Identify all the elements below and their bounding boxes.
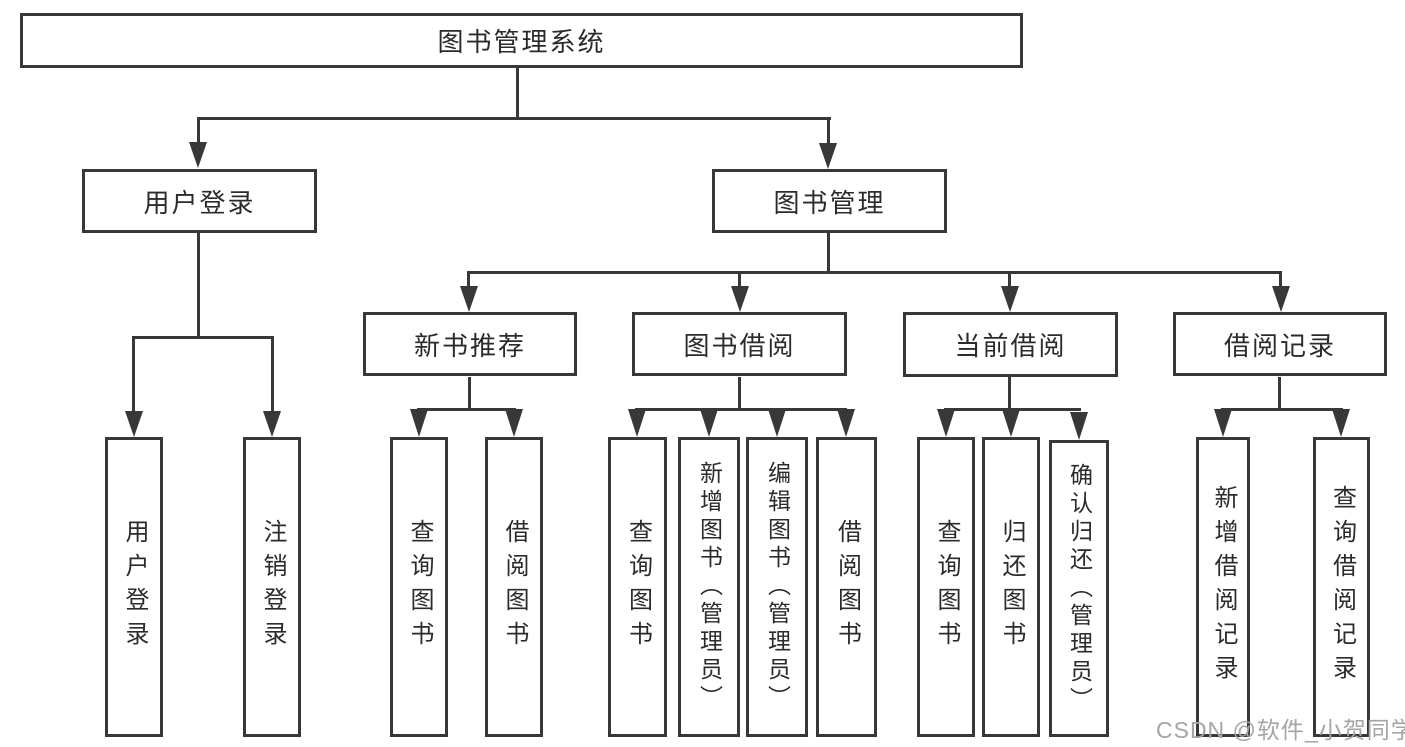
connector-to-level3 <box>1008 271 1011 287</box>
connector-to-book-management <box>827 117 830 144</box>
connector-user-login-stem <box>197 231 200 336</box>
connector-to-leaf <box>132 336 135 412</box>
connector-to-level3 <box>1279 271 1282 287</box>
node-label: 用户登录 <box>143 187 256 218</box>
connector-level2-hline <box>197 117 831 120</box>
leaf-borrowing-query-books: 查询图书 <box>608 437 667 737</box>
leaf-label: 查询借阅记录 <box>1328 485 1356 689</box>
arrowhead-down-icon <box>505 409 523 437</box>
leaf-borrowing-add-books-admin: 新增图书（管理员） <box>678 437 740 737</box>
node-book-borrowing: 图书借阅 <box>632 312 847 376</box>
leaf-label: 归还图书 <box>998 519 1025 655</box>
arrowhead-down-icon <box>837 409 855 437</box>
arrowhead-down-icon <box>1214 409 1232 437</box>
connector-to-leaf <box>271 336 274 412</box>
leaf-borrowing-edit-books-admin: 编辑图书（管理员） <box>746 437 808 737</box>
arrowhead-down-icon <box>731 286 749 312</box>
leaf-user-login: 用户登录 <box>105 437 163 737</box>
arrowhead-down-icon <box>410 409 428 437</box>
leaf-label: 新增借阅记录 <box>1210 485 1237 689</box>
arrowhead-down-icon <box>628 409 646 437</box>
leaf-label: 编辑图书（管理员） <box>764 461 791 713</box>
connector-to-level3 <box>467 271 470 287</box>
leaf-recommend-borrow-books: 借阅图书 <box>485 437 543 737</box>
node-user-login: 用户登录 <box>82 169 317 233</box>
connector-level3-hline <box>468 271 1282 274</box>
connector-borrowing-stem <box>738 377 741 408</box>
arrowhead-down-icon <box>1272 286 1290 312</box>
leaf-records-query-borrow-record: 查询借阅记录 <box>1313 437 1370 737</box>
connector-to-level3 <box>738 271 741 287</box>
node-label: 借阅记录 <box>1223 330 1336 361</box>
connector-book-management-stem <box>827 232 830 272</box>
node-library-management-system: 图书管理系统 <box>20 13 1023 68</box>
node-label: 图书管理 <box>773 187 886 218</box>
arrowhead-down-icon <box>1070 412 1088 440</box>
leaf-label: 查询图书 <box>624 519 652 655</box>
watermark: CSDN @软件_小贺同学 <box>1156 717 1405 743</box>
arrowhead-down-icon <box>768 409 786 437</box>
node-book-management: 图书管理 <box>712 169 947 233</box>
connector-user-login-hline <box>132 336 274 339</box>
leaf-label: 确认归还（管理员） <box>1066 462 1093 715</box>
connector-recommend-stem <box>468 377 471 408</box>
leaf-current-confirm-return-admin: 确认归还（管理员） <box>1049 440 1109 737</box>
leaf-label: 查询图书 <box>933 519 960 655</box>
leaf-current-query-books: 查询图书 <box>917 437 975 737</box>
connector-records-hline <box>1221 408 1343 411</box>
connector-borrowing-hline <box>635 408 847 411</box>
node-label: 图书管理系统 <box>437 27 606 57</box>
leaf-records-add-borrow-record: 新增借阅记录 <box>1196 437 1250 737</box>
leaf-label: 注销登录 <box>259 519 286 655</box>
arrowhead-down-icon <box>937 409 955 437</box>
connector-current-stem <box>1008 377 1011 408</box>
connector-to-user-login <box>197 117 200 143</box>
leaf-borrowing-borrow-books: 借阅图书 <box>816 437 877 737</box>
arrowhead-down-icon <box>700 409 718 437</box>
leaf-label: 新增图书（管理员） <box>696 461 723 713</box>
node-label: 新书推荐 <box>413 330 526 361</box>
arrowhead-down-icon <box>263 411 281 437</box>
connector-recommend-hline <box>417 408 516 411</box>
node-label: 当前借阅 <box>954 331 1067 361</box>
node-borrowing-records: 借阅记录 <box>1173 312 1387 376</box>
arrowhead-down-icon <box>189 142 207 168</box>
connector-root-stem <box>516 68 519 117</box>
leaf-label: 借阅图书 <box>501 519 528 655</box>
arrowhead-down-icon <box>1332 409 1350 437</box>
node-label: 图书借阅 <box>683 330 796 361</box>
leaf-recommend-query-books: 查询图书 <box>390 437 448 737</box>
leaf-current-return-books: 归还图书 <box>982 437 1040 737</box>
node-current-borrowing: 当前借阅 <box>903 312 1118 377</box>
arrowhead-down-icon <box>1002 409 1020 437</box>
leaf-logout: 注销登录 <box>243 437 301 737</box>
leaf-label: 查询图书 <box>406 519 433 655</box>
arrowhead-down-icon <box>125 411 143 437</box>
leaf-label: 借阅图书 <box>833 519 861 655</box>
node-new-book-recommendation: 新书推荐 <box>363 312 577 376</box>
arrowhead-down-icon <box>819 143 837 169</box>
arrowhead-down-icon <box>460 286 478 312</box>
connector-records-stem <box>1278 377 1281 408</box>
arrowhead-down-icon <box>1001 286 1019 312</box>
leaf-label: 用户登录 <box>121 519 148 655</box>
